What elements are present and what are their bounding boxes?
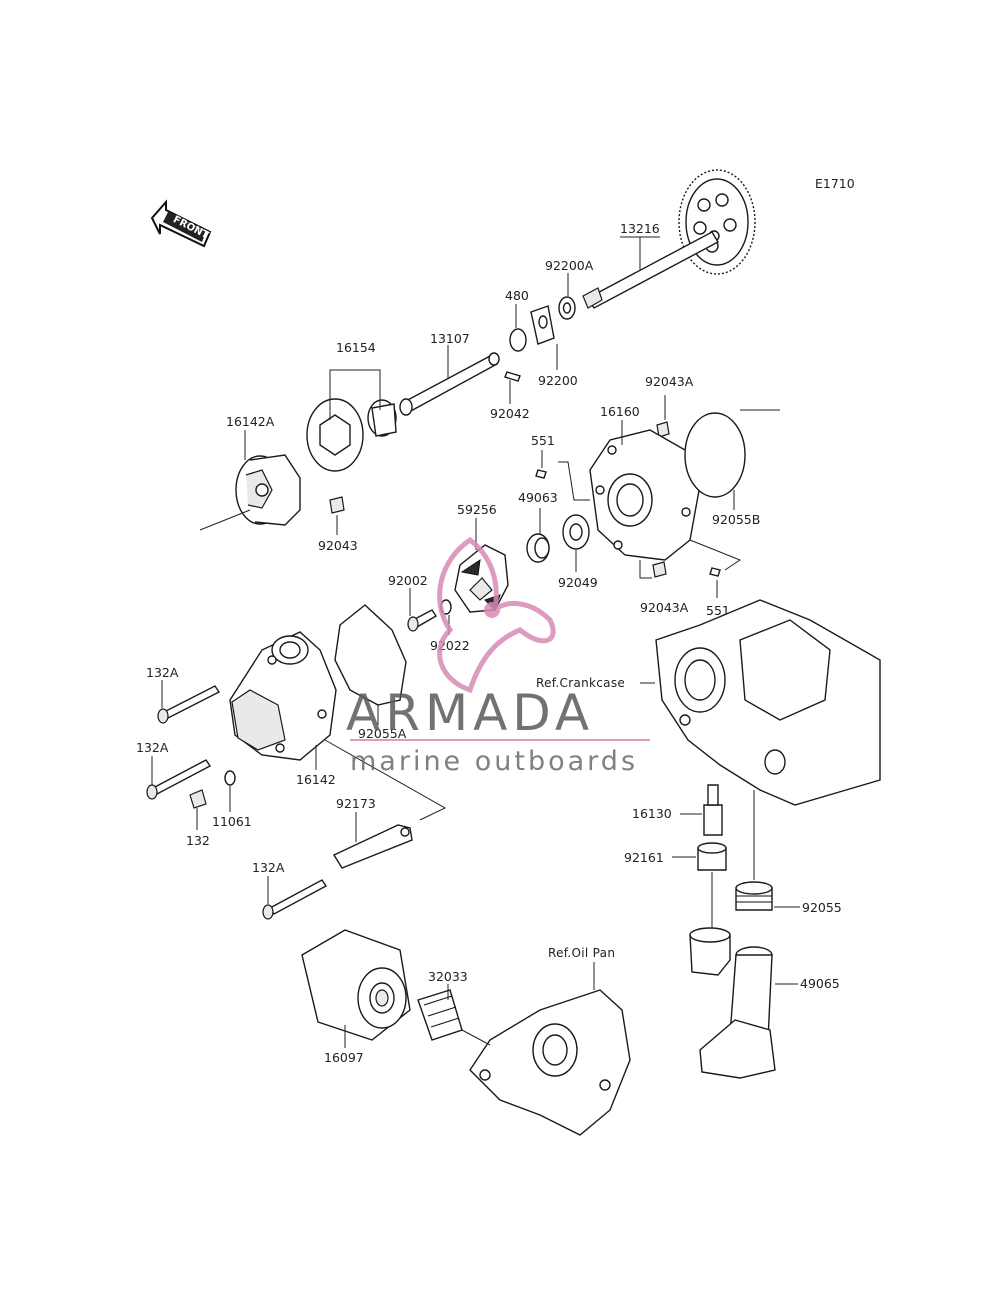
- collar-92161[interactable]: [697, 842, 727, 871]
- label-16154: 16154: [336, 340, 376, 355]
- ref-crankcase-label: Ref.Crankcase: [536, 676, 625, 690]
- label-16142: 16142: [296, 772, 336, 787]
- label-132: 132: [186, 833, 210, 848]
- front-arrow-icon: FRONT: [150, 199, 212, 248]
- bolt-92002[interactable]: [407, 609, 437, 632]
- watermark-logo: ARMADA marine outboards: [346, 536, 650, 777]
- label-551-top: 551: [531, 433, 555, 448]
- label-92055A: 92055A: [358, 726, 407, 741]
- label-92161: 92161: [624, 850, 664, 865]
- nipple-32033[interactable]: [417, 989, 463, 1041]
- label-16130: 16130: [632, 806, 672, 821]
- dowel-92043A-bottom[interactable]: [652, 561, 667, 578]
- label-551-bottom: 551: [706, 603, 730, 618]
- label-480: 480: [505, 288, 529, 303]
- label-49063: 49063: [518, 490, 558, 505]
- label-92043: 92043: [318, 538, 358, 553]
- label-132A-1: 132A: [146, 665, 179, 680]
- label-92200A: 92200A: [545, 258, 594, 273]
- label-16142A: 16142A: [226, 414, 275, 429]
- pin-551-top[interactable]: [535, 469, 547, 479]
- washer-11061[interactable]: [224, 770, 236, 786]
- diagram-code: E1710: [815, 176, 855, 191]
- crankcase-reference: [655, 599, 881, 806]
- label-92173: 92173: [336, 796, 376, 811]
- label-16097: 16097: [324, 1050, 364, 1065]
- label-59256: 59256: [457, 502, 497, 517]
- rotor-16154[interactable]: [306, 398, 397, 472]
- oil-filter-16097[interactable]: [301, 929, 411, 1041]
- label-92055: 92055: [802, 900, 842, 915]
- gear-shaft-13216[interactable]: [582, 169, 756, 309]
- shaft-13107[interactable]: [399, 352, 500, 416]
- label-92200: 92200: [538, 373, 578, 388]
- label-132A-2: 132A: [136, 740, 169, 755]
- pin-92042[interactable]: [504, 371, 521, 382]
- plate-92200[interactable]: [530, 305, 555, 345]
- o-ring-92055[interactable]: [735, 881, 773, 911]
- circlip-480[interactable]: [509, 328, 527, 352]
- label-16160: 16160: [600, 404, 640, 419]
- gasket-92055A[interactable]: [334, 604, 407, 706]
- label-49065: 49065: [800, 976, 840, 991]
- seal-92049[interactable]: [562, 514, 590, 550]
- fitting-16130[interactable]: [703, 784, 723, 836]
- o-ring-92055B[interactable]: [684, 412, 746, 498]
- label-32033: 32033: [428, 969, 468, 984]
- label-13107: 13107: [430, 331, 470, 346]
- dowel-92043[interactable]: [329, 496, 345, 514]
- watermark-brand: ARMADA: [346, 684, 594, 742]
- bracket-92173[interactable]: [332, 824, 413, 869]
- label-92055B: 92055B: [712, 512, 760, 527]
- label-92043A-top: 92043A: [645, 374, 694, 389]
- oil-pan-reference: [469, 989, 631, 1136]
- washer-92200A[interactable]: [558, 296, 576, 320]
- ref-oil-pan-label: Ref.Oil Pan: [548, 946, 615, 960]
- bolt-132A-3[interactable]: [262, 879, 328, 920]
- label-92042: 92042: [490, 406, 530, 421]
- pin-551-bottom[interactable]: [709, 567, 721, 577]
- label-92043A-bottom: 92043A: [640, 600, 689, 615]
- strainer-49065[interactable]: [689, 927, 776, 1079]
- label-132A-3: 132A: [252, 860, 285, 875]
- pump-cover-16160[interactable]: [589, 429, 701, 561]
- label-92022: 92022: [430, 638, 470, 653]
- watermark-tagline: marine outboards: [350, 746, 638, 777]
- seal-49063[interactable]: [526, 533, 550, 563]
- label-92049: 92049: [558, 575, 598, 590]
- dowel-92043A-top[interactable]: [656, 421, 670, 438]
- label-13216: 13216: [620, 221, 660, 236]
- rotor-housing-16142A[interactable]: [235, 454, 301, 526]
- pump-body-16142[interactable]: [229, 631, 337, 761]
- bolt-132[interactable]: [189, 789, 207, 809]
- label-92002: 92002: [388, 573, 428, 588]
- bolt-132A-1[interactable]: [157, 685, 221, 724]
- label-11061: 11061: [212, 814, 252, 829]
